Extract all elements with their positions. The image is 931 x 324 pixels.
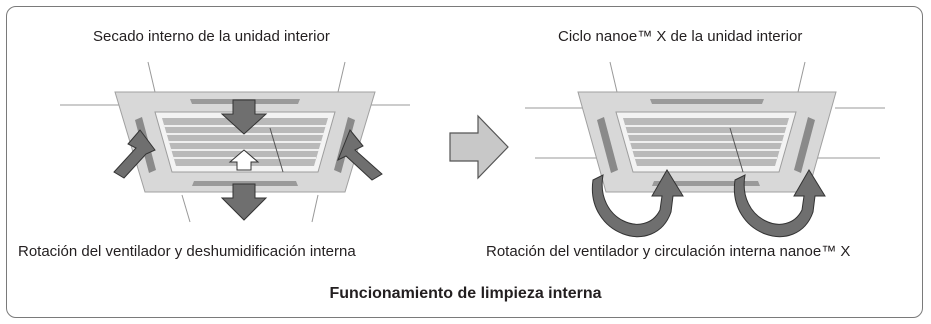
airflow-arrow-down-top	[220, 99, 268, 135]
airflow-arrow-left	[113, 129, 156, 179]
right-bottom-caption: Rotación del ventilador y circulación in…	[486, 243, 851, 260]
diagram-frame	[6, 6, 923, 318]
left-bottom-caption: Rotación del ventilador y deshumidificac…	[18, 243, 356, 260]
left-top-caption: Secado interno de la unidad interior	[93, 28, 330, 45]
airflow-arrow-up-small	[228, 149, 260, 171]
right-top-caption: Ciclo nanoe™ X de la unidad interior	[558, 28, 803, 45]
circulation-arrow-left	[591, 169, 684, 238]
diagram-title: Funcionamiento de limpieza interna	[329, 285, 602, 302]
airflow-arrow-down-bottom	[220, 183, 268, 221]
circulation-arrow-right	[733, 169, 826, 238]
left-cassette-unit	[60, 61, 410, 223]
process-arrow	[449, 114, 509, 180]
airflow-arrow-right	[337, 129, 383, 181]
right-cassette-unit	[525, 61, 885, 238]
